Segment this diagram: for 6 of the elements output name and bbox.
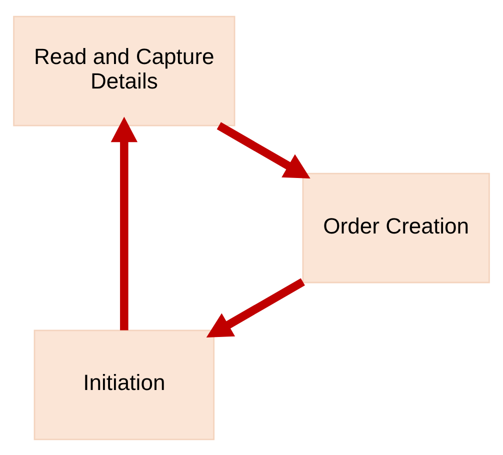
- node-box: Read and Capture Details: [13, 15, 236, 126]
- arrow: [206, 278, 305, 338]
- arrow: [216, 122, 310, 178]
- node-box: Initiation: [34, 329, 215, 440]
- node-box: Order Creation: [302, 172, 490, 283]
- arrow: [110, 116, 138, 330]
